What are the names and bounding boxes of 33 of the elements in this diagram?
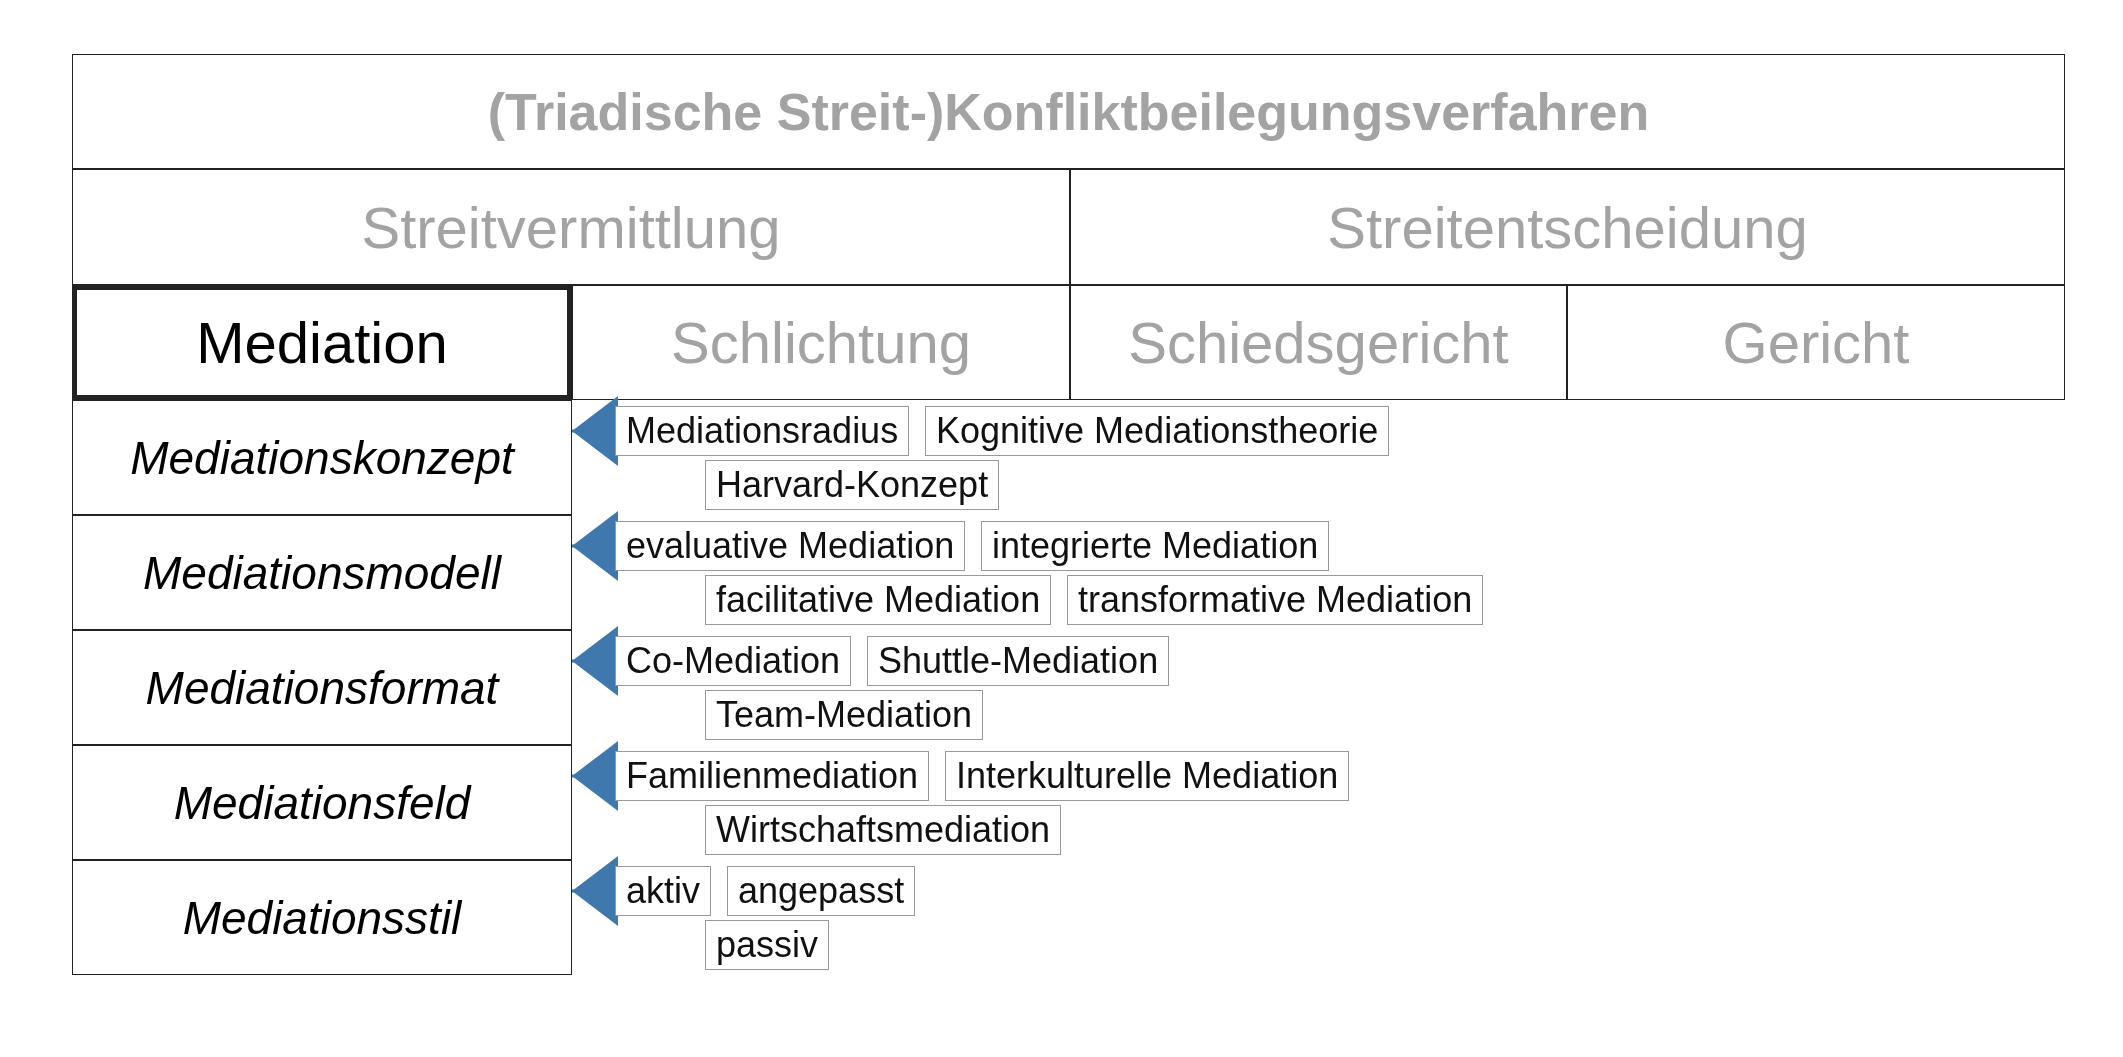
tag-label: transformative Mediation [1067,575,1484,625]
tag-label: Mediationsradius [615,406,910,456]
pointer-arrow [572,511,618,581]
header-cell: Gericht [1567,285,2065,400]
row-header-cell: Mediationsformat [72,630,572,745]
row-header-cell: Mediationsmodell [72,515,572,630]
tag-label: angepasst [727,866,916,916]
header-cell: Streitentscheidung [1070,169,2065,285]
tag-label: Co-Mediation [615,636,852,686]
pointer-arrow [572,741,618,811]
tag-label: integrierte Mediation [981,521,1330,571]
pointer-arrow [572,626,618,696]
tag-label: evaluative Mediation [615,521,966,571]
pointer-arrow [572,396,618,466]
tag-label: Wirtschaftsmediation [705,805,1062,855]
tag-label: Harvard-Konzept [705,460,1000,510]
pointer-arrow [572,856,618,926]
title-cell: (Triadische Streit-)Konfliktbeilegungsverfahren [72,54,2065,169]
tag-label: Team-Mediation [705,690,984,740]
header-cell: Streitvermittlung [72,169,1070,285]
tag-label: Shuttle-Mediation [867,636,1170,686]
header-cell: Schiedsgericht [1070,285,1567,400]
highlighted-header-cell: Mediation [72,285,572,400]
tag-label: passiv [705,920,830,970]
tag-label: Interkulturelle Mediation [945,751,1350,801]
header-cell: Schlichtung [572,285,1070,400]
row-header-cell: Mediationsstil [72,860,572,975]
tag-label: Kognitive Mediationstheorie [925,406,1390,456]
tag-label: aktiv [615,866,712,916]
tag-label: facilitative Mediation [705,575,1052,625]
tag-label: Familienmediation [615,751,930,801]
row-header-cell: Mediationsfeld [72,745,572,860]
row-header-cell: Mediationskonzept [72,400,572,515]
